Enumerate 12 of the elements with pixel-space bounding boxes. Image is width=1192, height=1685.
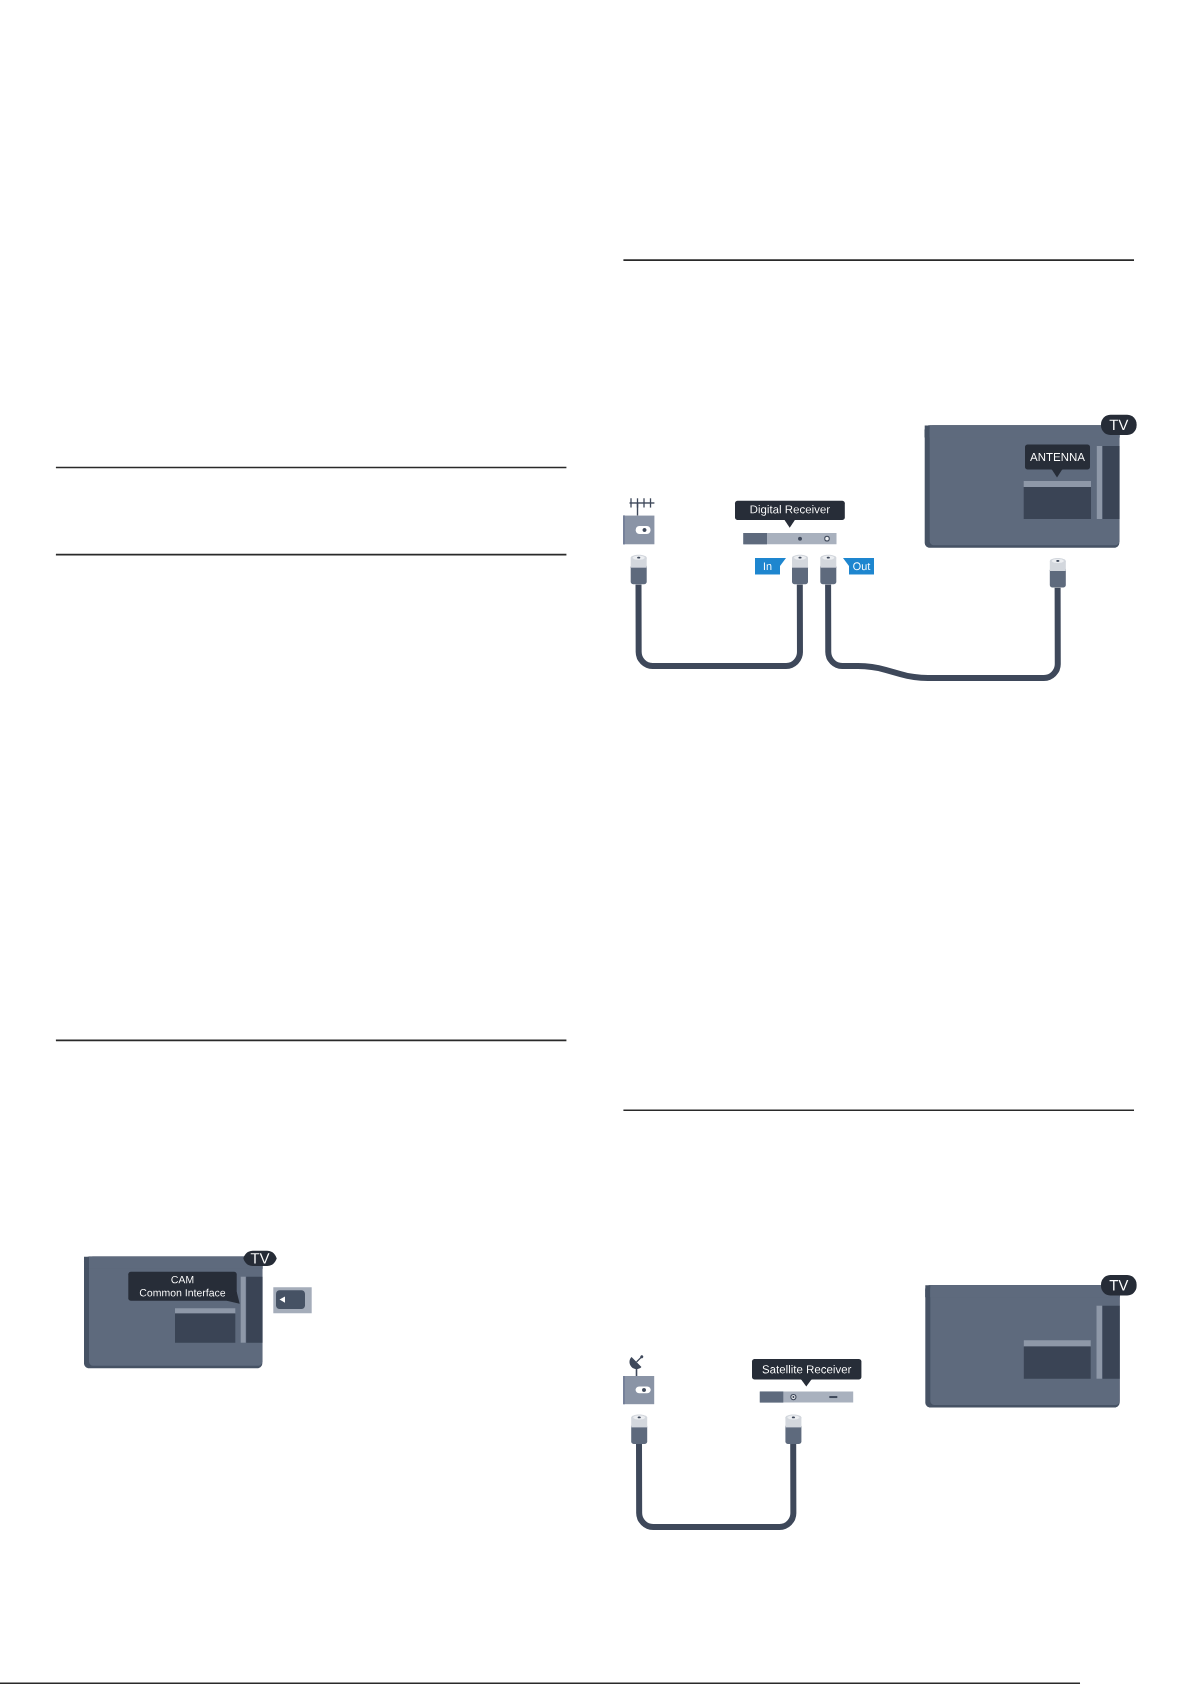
cable [825,584,1061,681]
tv-badge: TV [1101,1275,1137,1296]
tv-badge: TV [1101,414,1137,435]
callout-label: Digital Receiver [735,500,845,528]
callout-label: Satellite Receiver [752,1359,862,1387]
callout-label: CAM Common Interface [128,1271,240,1304]
cable [636,1444,797,1530]
callout-label: ANTENNA [1025,444,1090,478]
tv-badge: TV [243,1250,277,1266]
port-tag: Out [843,558,874,575]
port-tag: In [755,558,786,575]
cable [635,584,803,669]
